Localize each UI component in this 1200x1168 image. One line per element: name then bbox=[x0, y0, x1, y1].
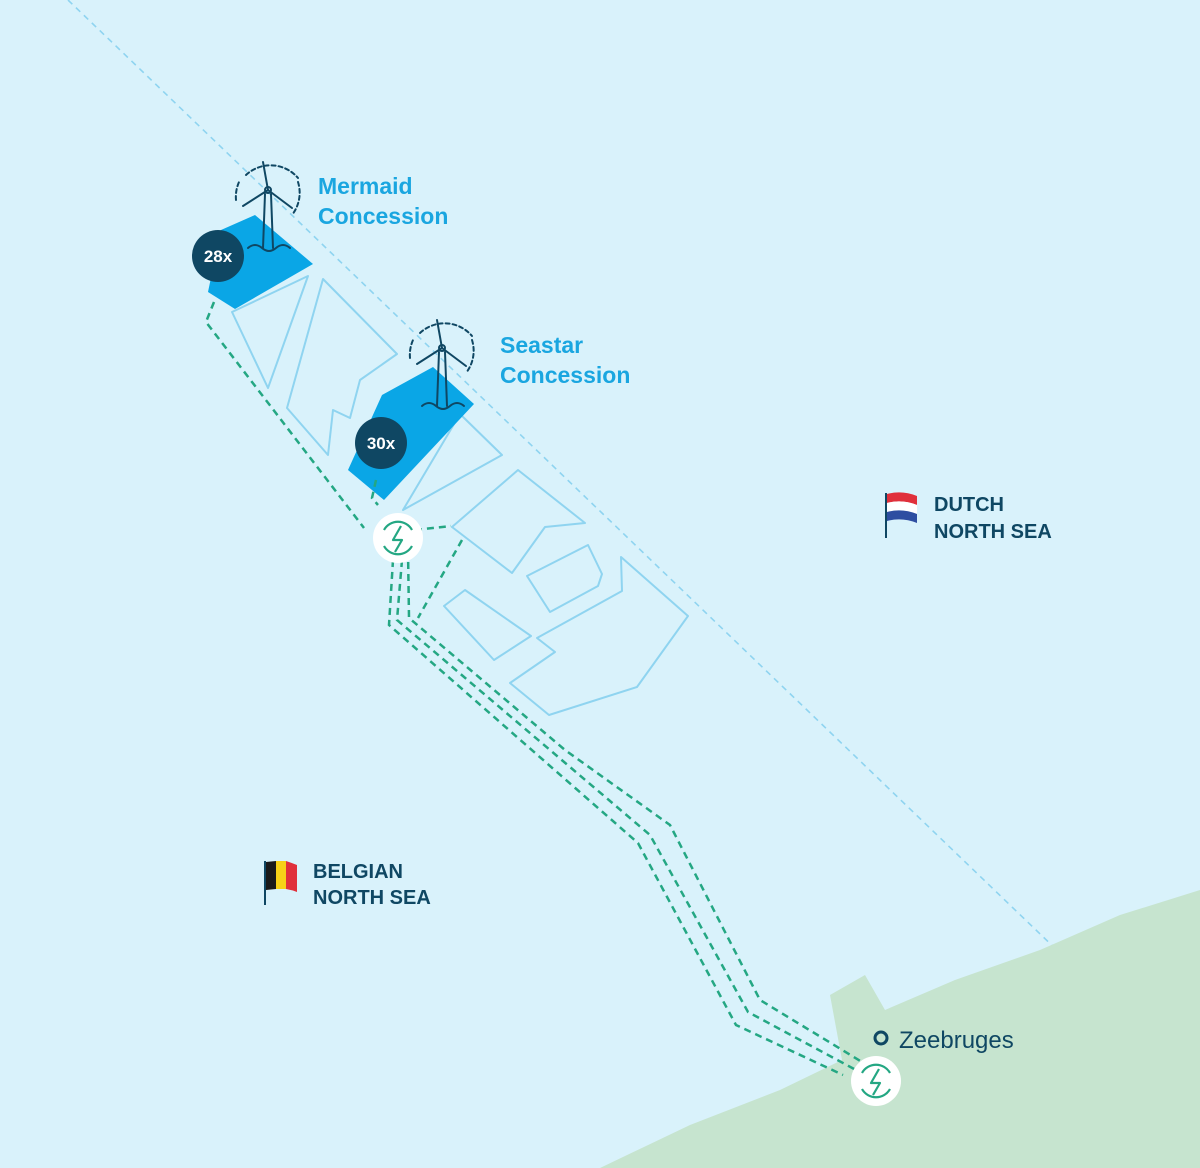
wind-turbine-icon bbox=[408, 319, 475, 410]
seastar-turbine-count-badge: 30x bbox=[355, 417, 407, 469]
onshore-substation bbox=[851, 1056, 901, 1106]
substation-icon bbox=[861, 1063, 891, 1099]
zeebruges-label: Zeebruges bbox=[899, 1027, 1014, 1054]
mermaid-concession-label-line2: Concession bbox=[318, 203, 448, 229]
maritime-border-line bbox=[67, 0, 1063, 956]
mermaid-turbine-count: 28x bbox=[204, 247, 233, 266]
belgium-flag-icon bbox=[264, 861, 297, 905]
offshore-substation bbox=[373, 513, 423, 563]
belgian-sea-label-line1: BELGIAN bbox=[313, 861, 403, 883]
location-pin-icon bbox=[873, 1030, 889, 1046]
mermaid-turbine-count-badge: 28x bbox=[192, 230, 244, 282]
netherlands-flag-icon bbox=[885, 492, 917, 538]
seastar-concession-label-line1: Seastar bbox=[500, 332, 583, 358]
dutch-sea-label-line2: NORTH SEA bbox=[934, 521, 1052, 543]
coastline-land bbox=[600, 890, 1200, 1168]
wind-zone-outlines bbox=[231, 275, 689, 716]
seastar-concession-label-line2: Concession bbox=[500, 362, 630, 388]
dutch-sea-label-line1: DUTCH bbox=[934, 494, 1004, 516]
belgian-sea-label-line2: NORTH SEA bbox=[313, 887, 431, 909]
substation-icon bbox=[383, 520, 413, 556]
mermaid-concession-label-line1: Mermaid bbox=[318, 173, 413, 199]
export-cables bbox=[204, 301, 863, 1077]
wind-turbine-icon bbox=[234, 161, 301, 252]
seastar-turbine-count: 30x bbox=[367, 434, 396, 453]
